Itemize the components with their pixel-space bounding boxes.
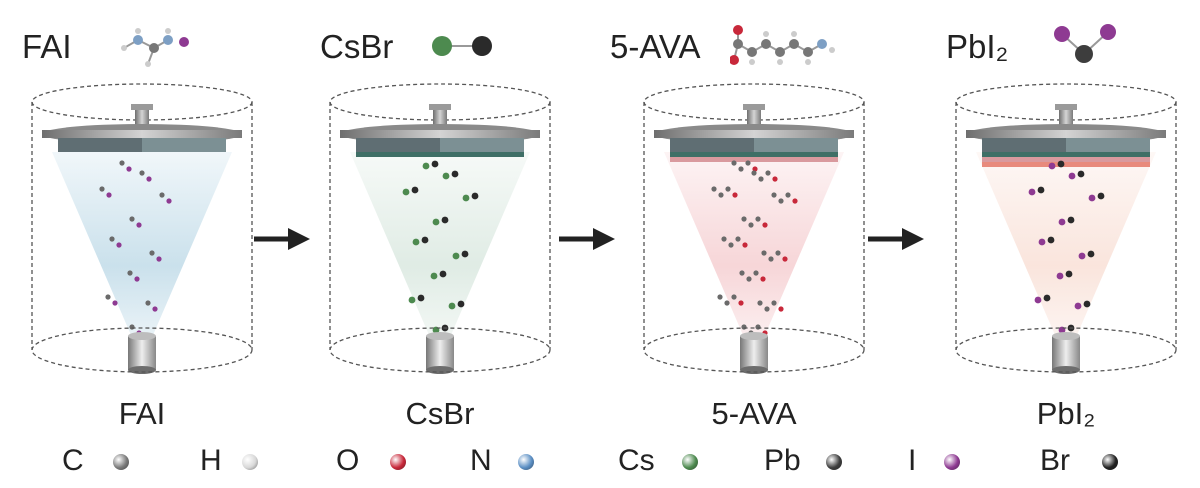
hydrogen-atom-icon	[242, 454, 258, 470]
oxygen-atom-icon	[390, 454, 406, 470]
nitrogen-atom-icon	[518, 454, 534, 470]
csbr-molecule-icon	[432, 36, 492, 56]
stage-title: FAI	[22, 28, 72, 65]
carbon-atom-icon	[113, 454, 129, 470]
legend-label: Br	[1040, 444, 1070, 477]
legend-label: Pb	[764, 444, 801, 477]
atom-legend: C H O N Cs Pb I Br	[0, 444, 1200, 484]
stage-title: 5-AVA	[610, 28, 701, 65]
legend-label: N	[470, 444, 492, 477]
stage-title: CsBr	[320, 28, 394, 65]
legend-label: H	[200, 444, 222, 477]
fai-molecule-icon	[121, 28, 189, 67]
stage-csbr: CsBr CsBr	[320, 0, 560, 431]
5-ava-molecule-icon	[730, 25, 835, 65]
arrow-right-icon	[254, 228, 310, 250]
evaporation-chamber	[31, 83, 253, 374]
evaporation-chamber	[329, 83, 551, 374]
stage-caption: FAI	[118, 396, 166, 431]
stage-caption: 5-AVA	[711, 396, 797, 431]
legend-label: C	[62, 444, 84, 477]
evaporation-chamber	[955, 83, 1177, 374]
cesium-atom-icon	[682, 454, 698, 470]
stage-caption: PbI₂	[1036, 396, 1096, 431]
pbi2-molecule-icon	[1054, 24, 1116, 63]
stage-5-ava: 5-AVA 5-AVA	[610, 0, 874, 431]
lead-atom-icon	[826, 454, 842, 470]
arrow-right-icon	[868, 228, 924, 250]
evaporation-chamber	[643, 83, 865, 374]
bromine-atom-icon	[1102, 454, 1118, 470]
legend-label: I	[908, 444, 917, 477]
arrow-right-icon	[559, 228, 615, 250]
stage-caption: CsBr	[405, 396, 475, 431]
iodine-atom-icon	[944, 454, 960, 470]
stage-fai: FAI FAI	[22, 0, 262, 431]
stage-title: PbI₂	[946, 28, 1009, 65]
legend-label: Cs	[618, 444, 655, 477]
legend-label: O	[336, 444, 360, 477]
stage-pbi2: PbI₂ PbI₂	[946, 0, 1186, 431]
